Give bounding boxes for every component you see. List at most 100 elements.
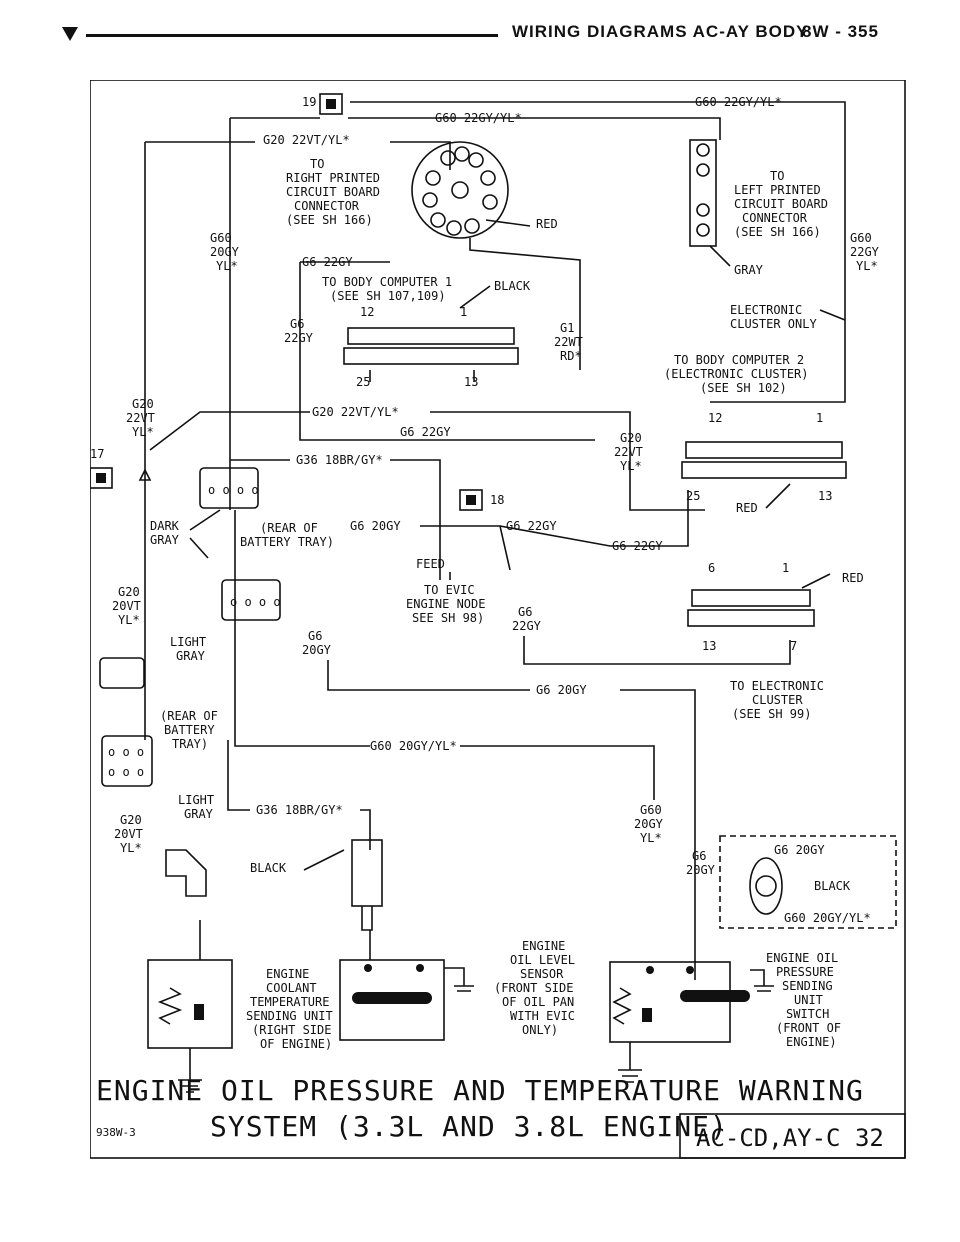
body2-connector-bottom [681, 461, 847, 479]
left-pcb-l4: CONNECTOR [742, 211, 808, 225]
oil-press-l4: UNIT [794, 993, 823, 1007]
elec-cluster-l3: (SEE SH 99) [732, 707, 811, 721]
pressure-switch-connector-box [719, 835, 897, 929]
connector-18-icon [459, 489, 483, 511]
coolant-sender-box [147, 959, 233, 1049]
wire-g6-22-b: G6 22GY [400, 425, 451, 439]
wire-g60-mid: G60 22GY/YL* [435, 111, 522, 125]
rear-tray-l1: (REAR OF [260, 521, 318, 535]
g6-20-l1: G6 [308, 629, 322, 643]
oil-press-l6: (FRONT OF [776, 1021, 841, 1035]
cluster-connector-bottom [687, 609, 815, 627]
pin-1-a: 1 [460, 305, 467, 319]
pin-1-b: 1 [816, 411, 823, 425]
g6-22-l2: 22GY [284, 331, 314, 345]
conn-19-label: 19 [302, 95, 316, 109]
wire-red-1: RED [536, 217, 558, 231]
pin-7: 7 [790, 639, 797, 653]
g6-22b-l2: 22GY [512, 619, 542, 633]
oil-level-l5: OF OIL PAN [502, 995, 574, 1009]
body1-connector-bottom [343, 347, 519, 365]
g60-20b-l3: YL* [640, 831, 662, 845]
left-pcb-l3: CIRCUIT BOARD [734, 197, 828, 211]
light-gray-l1: LIGHT [170, 635, 206, 649]
g20-22b-l1: G20 [620, 431, 642, 445]
g1-l2: 22WT [554, 335, 583, 349]
wiring-diagram: 19 G60 22GY/YL* G60 22GY/YL* G20 22VT/YL… [90, 80, 906, 1159]
pin-25-a: 25 [356, 375, 370, 389]
light-gray2-l1: LIGHT [178, 793, 214, 807]
g6-22-l1: G6 [290, 317, 304, 331]
wire-g6-22-a: G6 22GY [302, 255, 353, 269]
right-pcb-l4: CONNECTOR [294, 199, 360, 213]
g20-20b-l1: G20 [120, 813, 142, 827]
wire-black-2: BLACK [250, 861, 287, 875]
elec-only-l2: CLUSTER ONLY [730, 317, 817, 331]
right-pcb-l5: (SEE SH 166) [286, 213, 373, 227]
g6-20b-l2: 20GY [686, 863, 716, 877]
feed-label: FEED [416, 557, 445, 571]
body2-connector-top [685, 441, 843, 459]
connector-17-icon [90, 467, 113, 489]
cluster-connector-top [691, 589, 811, 607]
wire-g36-a: G36 18BR/GY* [296, 453, 383, 467]
body2-l2: (ELECTRONIC CLUSTER) [664, 367, 809, 381]
g60-20-l3: YL* [216, 259, 238, 273]
header-title: WIRING DIAGRAMS AC-AY BODY [512, 22, 809, 41]
g20-20b-l2: 20VT [114, 827, 143, 841]
conn-17-label: 17 [90, 447, 104, 461]
g60-22-l3: YL* [856, 259, 878, 273]
oil-press-l3: SENDING [782, 979, 833, 993]
pin-13-b: 13 [818, 489, 832, 503]
upper-battery-connector [199, 467, 259, 509]
wire-g60-top: G60 22GY/YL* [695, 95, 782, 109]
pin-13-c: 13 [702, 639, 716, 653]
wire-gray: GRAY [734, 263, 764, 277]
pressure-switch-plug [749, 857, 783, 915]
rear-tray2-l2: BATTERY [164, 723, 215, 737]
coolant-l5: (RIGHT SIDE [252, 1023, 331, 1037]
diagram-frame [90, 80, 906, 1159]
body2-l1: TO BODY COMPUTER 2 [674, 353, 804, 367]
body1-l1: TO BODY COMPUTER 1 [322, 275, 452, 289]
wire-black-3: BLACK [814, 879, 851, 893]
oil-press-l1: ENGINE OIL [766, 951, 838, 965]
pin-12-b: 12 [708, 411, 722, 425]
left-pcb-connector [689, 139, 717, 247]
oil-level-l4: (FRONT SIDE [494, 981, 573, 995]
footer-title-2: SYSTEM (3.3L AND 3.8L ENGINE) [210, 1110, 728, 1143]
oil-level-sender-box [339, 959, 445, 1041]
rear-tray2-l3: TRAY) [172, 737, 208, 751]
oil-level-l2: OIL LEVEL [510, 953, 575, 967]
g20-22-l3: YL* [132, 425, 154, 439]
dark-gray-l1: DARK [150, 519, 180, 533]
coolant-l3: TEMPERATURE [250, 995, 329, 1009]
g6-20b-l1: G6 [692, 849, 706, 863]
wire-g20-mid: G20 22VT/YL* [312, 405, 399, 419]
wire-black-1: BLACK [494, 279, 531, 293]
svg-text:o o o o: o o o o [230, 595, 281, 609]
wire-red-2: RED [736, 501, 758, 515]
coolant-l1: ENGINE [266, 967, 309, 981]
coolant-l2: COOLANT [266, 981, 317, 995]
footer-title-1: ENGINE OIL PRESSURE AND TEMPERATURE WARN… [96, 1074, 864, 1107]
svg-text:o o o: o o o [108, 765, 144, 779]
g60-22-l2: 22GY [850, 245, 880, 259]
right-pcb-round-connector [411, 141, 509, 239]
header-rule [86, 34, 498, 37]
right-pcb-l2: RIGHT PRINTED [286, 171, 380, 185]
elec-only-l1: ELECTRONIC [730, 303, 802, 317]
g20-20-l2: 20VT [112, 599, 141, 613]
header-page-number: 8W - 355 [802, 22, 879, 41]
light-gray-l2: GRAY [176, 649, 206, 663]
g20-20-l1: G20 [118, 585, 140, 599]
coolant-l4: SENDING UNIT [246, 1009, 333, 1023]
g60-22-l1: G60 [850, 231, 872, 245]
diagram-code: AC-CD,AY-C 32 [696, 1124, 884, 1152]
conn-18-label: 18 [490, 493, 504, 507]
wire-g6-20-b: G6 20GY [536, 683, 587, 697]
right-pcb-l3: CIRCUIT BOARD [286, 185, 380, 199]
rear-tray-l2: BATTERY TRAY) [240, 535, 334, 549]
g60-20-l1: G60 [210, 231, 232, 245]
oil-level-l7: ONLY) [522, 1023, 558, 1037]
